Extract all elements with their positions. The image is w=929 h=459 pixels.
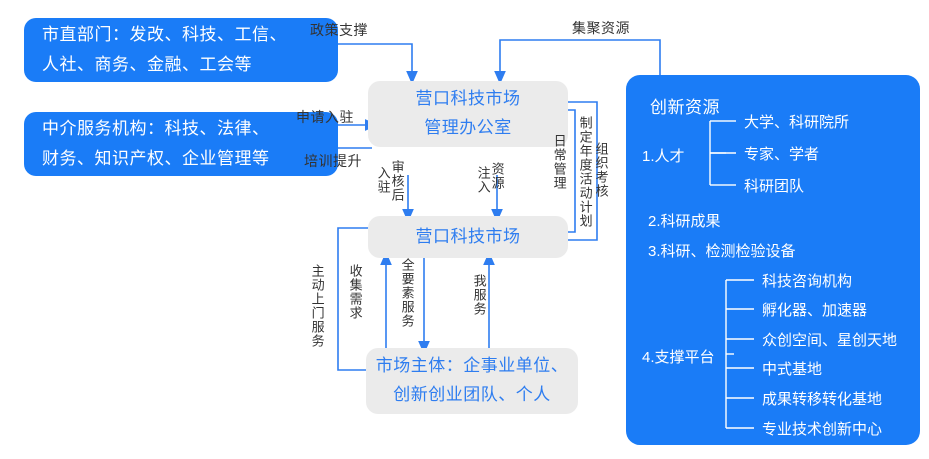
management-office-line-2: 管理办公室 [424, 118, 512, 137]
support-platform-label: 4.支撑平台 [642, 349, 715, 366]
innovation-resources-title: 创新资源 [650, 98, 720, 117]
innovation-resources-panel[interactable]: 创新资源 1.人才 大学、科研院所 专家、学者 科研团队 2.科研成果 3 [626, 75, 920, 445]
panel-item-research-results: 2.科研成果 [648, 213, 721, 230]
label-resource-injection-b: 资源 [489, 162, 505, 190]
talent-group: 1.人才 大学、科研院所 专家、学者 科研团队 [626, 75, 920, 195]
market-subjects-line-2: 创新创业团队、个人 [393, 385, 551, 404]
talent-bracket-icon [709, 120, 736, 186]
talent-item-2: 专家、学者 [744, 146, 820, 163]
management-office-line-1: 营口科技市场 [415, 89, 521, 109]
wire-gather-resources [494, 39, 661, 85]
label-annual-plan: 制定年度活动计划 [577, 116, 593, 228]
label-resource-injection-a: 注入 [475, 166, 491, 194]
support-bracket-icon [725, 279, 754, 429]
label-i-serve: 我服务 [471, 274, 487, 316]
wire-daily-management [567, 109, 576, 233]
intermediary-services-box[interactable]: 中介服务机构：科技、法律、 财务、知识产权、企业管理等 [24, 112, 338, 176]
city-departments-box[interactable]: 市直部门：发改、科技、工信、 人社、商务、金融、工会等 [24, 18, 338, 82]
city-departments-line-2: 人社、商务、金融、工会等 [42, 55, 252, 74]
label-daily-management: 日常管理 [551, 134, 567, 190]
support-item-1: 科技咨询机构 [762, 273, 853, 290]
support-item-4: 中式基地 [762, 361, 823, 378]
market-subjects-box[interactable]: 市场主体：企事业单位、 创新创业团队、个人 [366, 348, 578, 414]
label-collect-demand: 收集需求 [347, 264, 363, 320]
intermediary-line-2: 财务、知识产权、企业管理等 [42, 149, 270, 168]
support-item-3: 众创空间、星创天地 [762, 332, 898, 349]
intermediary-line-1: 中介服务机构：科技、法律、 [42, 119, 270, 139]
label-enter-after-review-a: 入驻 [375, 166, 391, 194]
talent-item-3: 科研团队 [744, 178, 805, 195]
label-full-element-service: 全要素服务 [399, 258, 415, 328]
talent-item-1: 大学、科研院所 [744, 114, 850, 131]
label-enter-after-review-b: 审核后 [389, 160, 405, 202]
label-gather-resources: 集聚资源 [572, 20, 630, 36]
support-item-6: 专业技术创新中心 [762, 421, 883, 438]
support-item-5: 成果转移转化基地 [762, 391, 883, 408]
market-subjects-line-1: 市场主体：企事业单位、 [375, 356, 569, 376]
city-departments-line-1: 市直部门：发改、科技、工信、 [42, 25, 287, 45]
tech-market-box[interactable]: 营口科技市场 [368, 216, 568, 258]
panel-item-equipment: 3.科研、检测检验设备 [648, 243, 796, 260]
label-training-upgrade: 培训提升 [304, 153, 362, 169]
talent-group-label: 1.人才 [642, 148, 685, 165]
label-proactive-service: 主动上门服务 [309, 264, 325, 348]
management-office-box[interactable]: 营口科技市场 管理办公室 [368, 81, 568, 147]
label-policy-support: 政策支撑 [310, 22, 368, 38]
support-item-2: 孵化器、加速器 [762, 302, 868, 319]
tech-market-line-1: 营口科技市场 [415, 226, 521, 246]
label-organize-assessment: 组织考核 [593, 142, 609, 198]
support-platform-group: 4.支撑平台 科技咨询机构 孵化器、加速器 众创空间、星创天地 中式基地 成果转… [626, 270, 920, 445]
label-apply-to-enter: 申请入驻 [296, 109, 354, 125]
